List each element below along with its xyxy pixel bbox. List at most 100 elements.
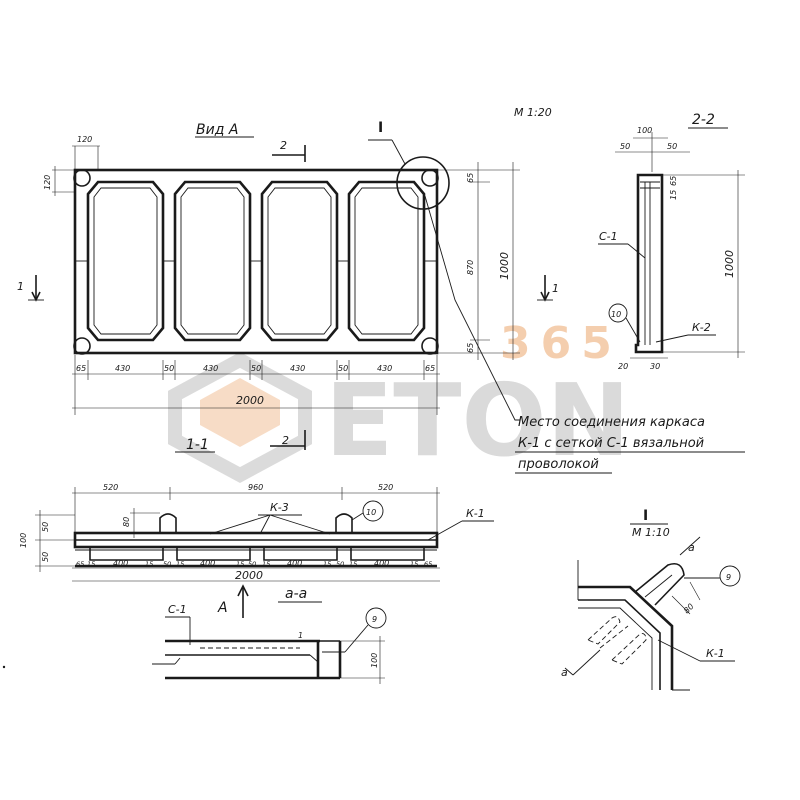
node-aa-right: а — [688, 541, 695, 554]
s11-total: 2000 — [235, 569, 263, 582]
corner-loop-icon — [421, 337, 439, 355]
node-label-k1: К-1 — [706, 647, 725, 660]
s11-ribs — [75, 547, 437, 568]
node-pos9: 9 — [726, 573, 731, 582]
s22-profile — [634, 173, 664, 354]
section-1-right: 1 — [552, 282, 559, 295]
s11-chain-5: 15 — [176, 560, 184, 568]
note-line-1: Место соединения каркаса — [518, 415, 705, 430]
opening-3 — [260, 180, 339, 342]
watermark-number: 365 — [500, 318, 622, 369]
s11-chain-4: 50 — [163, 560, 171, 568]
section-1-left: 1 — [17, 280, 24, 293]
s11-chain-3: 15 — [145, 560, 153, 568]
node-I-loop-icon — [634, 562, 685, 606]
s11-left-b: 100 — [19, 533, 28, 548]
plan-chain-1: 430 — [115, 364, 130, 373]
opening-2-inner — [180, 187, 245, 335]
node-I-outer-edge — [578, 585, 674, 690]
s11-bottom-chain: 65 15 400 15 50 15 400 15 50 15 400 15 5… — [76, 559, 432, 568]
section-1-1: 520 960 520 80 К-3 10 К-1 — [19, 483, 494, 582]
s11-chain-14: 400 — [374, 559, 389, 568]
section-aa-title: а-а — [285, 586, 307, 602]
s11-top-1: 960 — [248, 483, 263, 492]
s11-chain-2: 400 — [113, 559, 128, 568]
s22-pos10: 10 — [611, 310, 621, 319]
s22-bot-h: 20 — [618, 362, 628, 371]
scale-main: М 1:20 — [514, 106, 552, 119]
s22-half-r: 50 — [667, 142, 677, 151]
s11-pos10: 10 — [366, 508, 376, 517]
section-2-2-title: 2-2 — [692, 112, 715, 128]
node-I-callout — [396, 156, 450, 210]
s22-half-l: 50 — [620, 142, 630, 151]
s11-chain-0: 65 — [76, 560, 84, 568]
corner-loop-icon — [73, 337, 91, 355]
opening-4-inner — [354, 187, 419, 335]
node-I-detail: I М 1:10 а а 80 9 К-1 — [561, 508, 741, 691]
section-1-1-title: 1-1 — [186, 437, 209, 453]
s11-pos10-callout — [362, 500, 384, 522]
s11-chain-12: 50 — [336, 560, 344, 568]
dim-edge-bot: 65 — [466, 343, 475, 353]
s11-chain-9: 15 — [262, 560, 270, 568]
plan-view: Вид А М 1:20 I — [17, 106, 559, 453]
s11-chain-16: 65 — [424, 560, 432, 568]
dim-clear-h: 870 — [466, 260, 475, 275]
s22-height: 1000 — [723, 250, 736, 278]
s11-loop-right-icon — [335, 513, 353, 533]
opening-1-inner — [93, 187, 158, 335]
s22-width: 100 — [637, 126, 652, 135]
plan-chain-4: 50 — [251, 364, 261, 373]
slab-outline — [73, 168, 439, 355]
s11-chain-11: 15 — [323, 560, 331, 568]
node-pos9-callout — [719, 565, 741, 587]
section-2-bottom: 2 — [282, 434, 289, 447]
connection-note: Место соединения каркаса К-1 с сеткой С-… — [515, 415, 745, 474]
corner-loop-icon — [73, 169, 91, 187]
dim-corner-h: 120 — [43, 175, 52, 190]
s11-label-k1: К-1 — [466, 507, 485, 520]
s11-top-0: 520 — [103, 483, 118, 492]
opening-2 — [173, 180, 252, 342]
plan-chain-2: 50 — [164, 364, 174, 373]
node-I-scale: М 1:10 — [632, 526, 670, 539]
plan-bottom-ticks — [74, 355, 438, 415]
section-aa: а-а А С-1 1 9 100 — [152, 584, 387, 684]
opening-3-inner — [267, 187, 332, 335]
plan-chain-8: 65 — [425, 364, 435, 373]
aa-height: 100 — [370, 653, 379, 668]
s11-chain-10: 400 — [287, 559, 302, 568]
dim-edge-top: 65 — [466, 173, 475, 183]
s11-left-c: 50 — [41, 552, 50, 562]
s22-label-c1: С-1 — [599, 230, 618, 243]
corner-loop-icon — [421, 169, 439, 187]
opening-1 — [86, 180, 165, 342]
plan-chain-3: 430 — [203, 364, 218, 373]
s11-loop-left-icon — [159, 513, 177, 533]
s22-top-b: 15 — [669, 190, 678, 200]
s11-label-k3: К-3 — [270, 501, 289, 514]
dim-corner-w: 120 — [77, 135, 92, 144]
note-leader — [424, 195, 520, 421]
s11-chain-13: 15 — [349, 560, 357, 568]
node-I-marker: I — [378, 120, 383, 136]
s22-pos10-callout — [608, 303, 628, 323]
s11-top-2: 520 — [378, 483, 393, 492]
watermark-brand: ETON — [325, 362, 630, 479]
s11-chain-8: 50 — [248, 560, 256, 568]
openings — [86, 180, 426, 342]
section-2-top: 2 — [280, 139, 287, 152]
node-loop-80: 80 — [682, 602, 696, 616]
aa-small: 1 — [298, 631, 303, 640]
s22-bot-w: 30 — [650, 362, 660, 371]
plan-chain-6: 50 — [338, 364, 348, 373]
s22-label-k2: К-2 — [692, 321, 711, 334]
s22-top-a: 65 — [669, 176, 678, 186]
plan-chain-7: 430 — [377, 364, 392, 373]
plan-chain-5: 430 — [290, 364, 305, 373]
view-a-arrow-label: А — [217, 600, 228, 616]
note-line-3: проволокой — [518, 457, 599, 472]
watermark: ETON 365 — [168, 318, 630, 483]
